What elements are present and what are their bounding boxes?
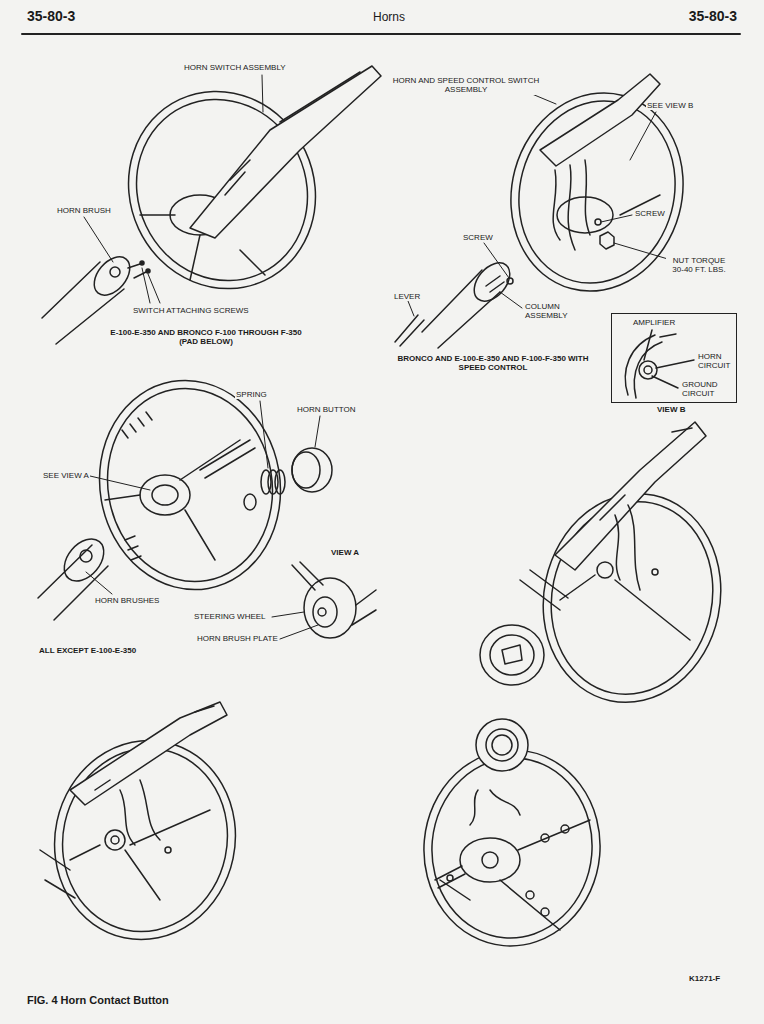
view-a-detail (292, 562, 376, 638)
view-reference: SEE VIEW B (646, 101, 694, 110)
figure-code: K1271-F (688, 974, 721, 983)
part-name: HORN BUTTON (296, 405, 357, 414)
leader-lines (84, 75, 678, 639)
part-name: SCREW (462, 233, 494, 242)
steering-wheel (395, 73, 705, 348)
steering-wheel (36, 702, 254, 957)
part-name: LEVER (393, 292, 421, 301)
view-title: VIEW A (330, 548, 360, 557)
part-name: NUT TORQUE 30-40 FT. LBS. (666, 256, 732, 275)
part-name: HORN AND SPEED CONTROL SWITCH ASSEMBLY (390, 76, 542, 95)
header-rule (22, 33, 740, 35)
part-name: SPRING (235, 390, 268, 399)
part-name: HORN BRUSH (56, 206, 112, 215)
view-title: BRONCO AND E-100-E-350 AND F-100-F-350 W… (382, 354, 604, 373)
steering-wheel (42, 60, 381, 344)
figure-caption: FIG. 4 Horn Contact Button (26, 994, 170, 1007)
part-name: AMPLIFIER (632, 318, 676, 327)
page-title: Horns (372, 10, 406, 24)
part-name: HORN BRUSH PLATE (196, 634, 279, 643)
view-reference: SEE VIEW A (42, 471, 90, 480)
page-number: 35-80-3 (26, 8, 76, 25)
view-title: VIEW B (656, 405, 686, 414)
steering-wheel (416, 719, 608, 953)
page-number: 35-80-3 (688, 8, 738, 25)
view-title: E-100-E-350 AND BRONCO F-100 THROUGH F-3… (105, 328, 307, 347)
part-name: SCREW (634, 209, 666, 218)
part-name: COLUMN ASSEMBLY (524, 302, 578, 321)
view-title: ALL EXCEPT E-100-E-350 (38, 646, 137, 655)
part-name: HORN CIRCUIT (697, 352, 733, 371)
part-name: HORN BRUSHES (94, 596, 160, 605)
part-name: SWITCH ATTACHING SCREWS (132, 306, 250, 315)
part-name: GROUND CIRCUIT (681, 380, 729, 399)
view-inset-box: VIEW BAMPLIFIERHORN CIRCUITGROUND CIRCUI… (611, 313, 737, 403)
part-name: STEERING WHEEL (193, 612, 267, 621)
steering-wheel (38, 366, 332, 620)
steering-wheel (480, 422, 740, 719)
part-name: HORN SWITCH ASSEMBLY (183, 63, 287, 72)
